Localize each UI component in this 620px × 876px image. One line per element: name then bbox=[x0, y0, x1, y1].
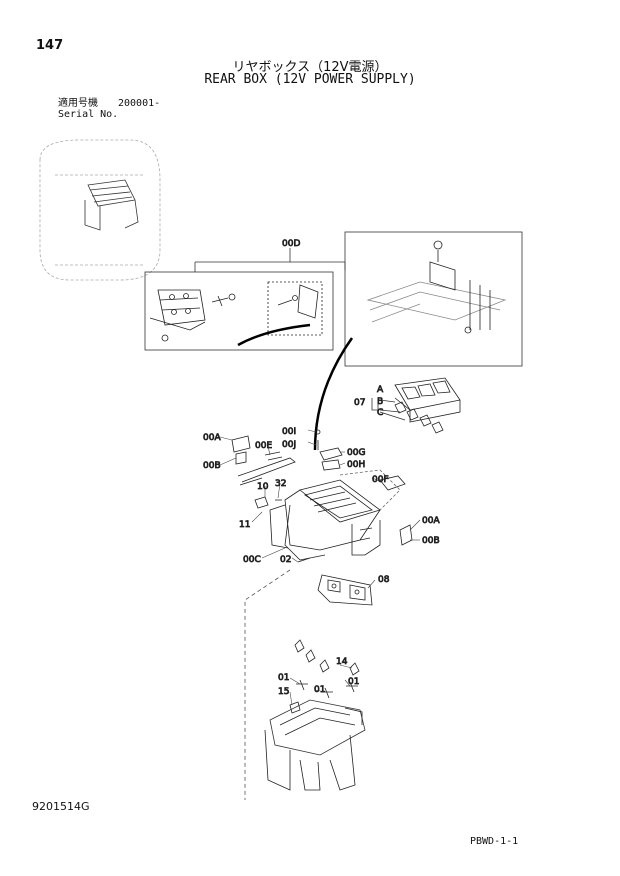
callout-leaders-00D bbox=[194, 248, 346, 272]
callout-10: 10 bbox=[257, 482, 269, 492]
switch-panel-07 bbox=[394, 377, 461, 434]
callout-00I: 00I bbox=[282, 427, 296, 437]
title-english: REAR BOX (12V POWER SUPPLY) bbox=[204, 72, 416, 87]
serial-value: 200001- bbox=[118, 98, 161, 109]
rear-box-housing bbox=[269, 469, 413, 563]
link-curve-left bbox=[237, 323, 311, 347]
callout-00E: 00E bbox=[255, 441, 272, 451]
lower-frame bbox=[264, 639, 366, 791]
callout-leaders bbox=[219, 429, 421, 706]
callout-02: 02 bbox=[280, 555, 291, 565]
callout-00B-right: 00B bbox=[422, 536, 440, 546]
serial-label-en: Serial No. bbox=[58, 109, 119, 120]
page-number: 147 bbox=[36, 38, 64, 53]
serial-label: 適用号機 Serial No. bbox=[58, 98, 118, 120]
callout-08: 08 bbox=[378, 575, 390, 585]
callout-00H: 00H bbox=[347, 460, 365, 470]
callout-01-b: 01 bbox=[314, 685, 325, 695]
callout-00J: 00J bbox=[282, 440, 296, 450]
bracket-abc bbox=[371, 398, 406, 421]
callout-00A-left: 00A bbox=[203, 433, 221, 443]
document-number: 9201514G bbox=[32, 800, 90, 813]
page-code: PBWD-1-1 bbox=[470, 836, 519, 847]
callout-00F: 00F bbox=[372, 475, 389, 485]
callout-00G: 00G bbox=[347, 448, 365, 458]
callout-A: A bbox=[377, 385, 384, 395]
callout-14: 14 bbox=[336, 657, 348, 667]
callout-00C: 00C bbox=[243, 555, 261, 565]
detail-panel-left bbox=[144, 271, 334, 351]
callout-11: 11 bbox=[239, 520, 250, 530]
bracket-08 bbox=[317, 574, 373, 606]
callout-07: 07 bbox=[354, 398, 365, 408]
small-parts-center bbox=[315, 429, 343, 471]
callout-B: B bbox=[377, 397, 383, 407]
detail-panel-right bbox=[344, 231, 523, 367]
serial-label-jp: 適用号機 bbox=[58, 98, 98, 109]
callout-32: 32 bbox=[275, 479, 286, 489]
machine-overview-sketch bbox=[39, 139, 161, 281]
callout-01-c: 01 bbox=[348, 677, 359, 687]
bracket-group-left bbox=[231, 435, 296, 509]
callout-00A-right: 00A bbox=[422, 516, 440, 526]
callout-01-a: 01 bbox=[278, 673, 289, 683]
callout-00B-left: 00B bbox=[203, 461, 221, 471]
callout-15: 15 bbox=[278, 687, 289, 697]
link-curve-main bbox=[313, 337, 354, 451]
callout-C: C bbox=[377, 408, 383, 418]
title-japanese: リヤボックス（12V電源） bbox=[232, 60, 388, 75]
callout-00D: 00D bbox=[282, 239, 300, 249]
machine-overview-rear-box bbox=[84, 179, 139, 231]
